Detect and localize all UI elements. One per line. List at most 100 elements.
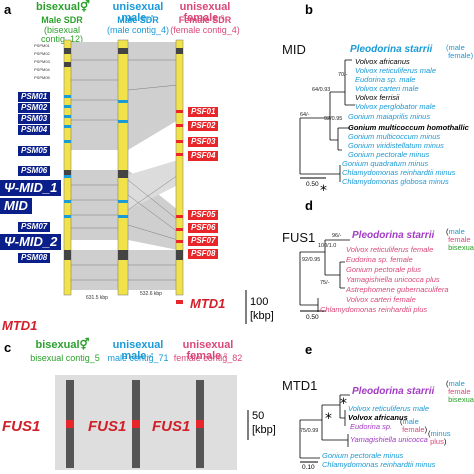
svg-text:*: * [320, 183, 327, 199]
fus1-label-mid: FUS1 [88, 418, 127, 435]
mtd1-taxon: Volvox reticuliferus male [348, 404, 430, 413]
mid-tree-title: MID [282, 42, 306, 57]
fus1-taxon: Astrephomene gubernaculifera [346, 285, 449, 294]
mid-label: MID [0, 198, 32, 214]
mtd1-taxon: Yamagishiella unicocca [350, 435, 428, 444]
psf-label: PSF08 [188, 249, 219, 259]
support-value: 75/0.99 [300, 428, 319, 434]
mid-taxon: Gonium viridistellatum minus [348, 141, 444, 150]
mtd1-bracket-yam: (minus plus) [428, 429, 451, 446]
support-value: 64/0.93 [312, 87, 331, 93]
psm-label: PSM03 [18, 114, 51, 124]
svg-text:*: * [325, 411, 332, 427]
fus1-taxon: Chlamydomonas reinhardtii plus [320, 305, 428, 314]
female-sub1: Female SDR [178, 15, 232, 25]
support-value: 64/- [300, 112, 310, 118]
panel-b-letter: b [305, 2, 313, 17]
psm-label: PSM08 [18, 253, 51, 263]
panel-d-letter: d [305, 198, 313, 213]
psf-label: PSF04 [188, 151, 219, 161]
mtd1-taxon: Volvox africanus [348, 413, 408, 422]
psf-label: PSF02 [188, 121, 219, 131]
gene-label: PSPM04 [34, 67, 50, 72]
scale-c-unit: [kbp] [252, 424, 276, 436]
psm-label: PSM05 [18, 146, 51, 156]
support-value: 92/0.95 [302, 257, 321, 263]
gap1-label: 631.5 kbp [86, 295, 108, 301]
c-female-sub: female contig_82 [173, 353, 243, 363]
panel-c-letter: c [4, 340, 12, 355]
mid-bracket: (male female) [446, 43, 474, 60]
mtd1-taxon: Eudorina sp. [350, 422, 393, 431]
unisexual-male-header: unisexual male♂ [112, 1, 164, 24]
psi-mid-1-label: Ψ-MID_1 [0, 180, 62, 196]
bisexual-sub1: Male SDR [41, 15, 83, 25]
bisexual-header: bisexual⚥ [36, 1, 90, 13]
psm-label: PSM01 [18, 92, 51, 102]
scale-c-value: 50 [252, 410, 265, 422]
fus1-scale: 0.50 [306, 314, 319, 321]
psf-label: PSF03 [188, 137, 219, 147]
fus1-bracket: (male female bisexual) [446, 227, 474, 252]
mtd1-label-left: MTD1 [2, 318, 38, 333]
mid-taxon: Gonium multicoccum minus [348, 132, 441, 141]
support-value: 100/1.0 [318, 243, 337, 249]
c-bisexual-header: bisexual⚥ [35, 339, 90, 351]
bisexual-sub2: (bisexual contig_12) [40, 25, 84, 44]
gene-label: PSPM03 [34, 59, 50, 64]
mid-taxon: Volvox carteri male [355, 84, 419, 93]
scale-a-unit: [kbp] [250, 310, 274, 322]
mid-taxon: Chlamydomonas globosa minus [342, 177, 449, 186]
svg-text:*: * [340, 396, 347, 412]
mtd1-scale: 0.10 [302, 464, 315, 471]
mid-scale: 0.50 [306, 181, 319, 188]
mid-taxon: Volvox reticuliferus male [355, 66, 437, 75]
fus1-taxon: Volvox reticuliferus female [346, 245, 434, 254]
mtd1-tree-title: MTD1 [282, 378, 318, 393]
scale-a-value: 100 [250, 296, 269, 308]
mid-taxon: Gonium quadratum minus [342, 159, 429, 168]
mid-taxon: Pleodorina starrii [350, 44, 433, 55]
fus1-label-left: FUS1 [2, 418, 41, 435]
support-value: 70/- [338, 72, 348, 78]
psm-label: PSM07 [18, 222, 51, 232]
panel-a-letter: a [4, 2, 12, 17]
psf-label: PSF07 [188, 236, 219, 246]
mid-taxon: Chlamydomonas reinhardtii minus [342, 168, 456, 177]
male-sub2: (male contig_4) [106, 25, 170, 35]
mid-taxon: Volvox africanus [355, 57, 410, 66]
gap2-label: 532.6 kbp [140, 291, 162, 297]
female-sub2: (female contig_4) [170, 25, 240, 35]
fus1-taxon: Eudorina sp. female [346, 255, 413, 264]
c-male-header: unisexual male♂ [112, 339, 164, 362]
psi-mid-2-label: Ψ-MID_2 [0, 234, 62, 250]
mtd1-taxon: Gonium pectorale minus [322, 451, 404, 460]
mtd1-taxon: Chlamydomonas reinhardtii minus [322, 460, 436, 469]
panel-e-letter: e [305, 342, 313, 357]
mid-taxon: Gonium maiaprilis minus [348, 112, 431, 121]
gene-label: PSPM02 [34, 51, 50, 56]
psf-label: PSF06 [188, 223, 219, 233]
mtd1-label-a: MTD1 [190, 296, 226, 311]
psf-label: PSF05 [188, 210, 219, 220]
unisexual-female-header: unisexual female♀ [179, 1, 231, 24]
psm-label: PSM04 [18, 125, 51, 135]
gene-label: PSPM01 [34, 43, 50, 48]
mid-taxon: Gonium multicoccum homothallic [348, 123, 469, 132]
c-bisexual-sub: bisexual contig_5 [30, 353, 100, 363]
fus1-tree-title: FUS1 [282, 230, 316, 245]
fus1-taxon: Pleodorina starrii [352, 230, 435, 241]
mtd1-bracket-eud: (male female) [400, 417, 428, 434]
support-value: 96/- [332, 233, 342, 239]
support-value: 92/0.95 [324, 116, 343, 122]
mid-taxon: Volvox perglobator male [355, 102, 436, 111]
mid-taxon: Gonium pectorale minus [348, 150, 430, 159]
c-male-sub: male contig_71 [107, 353, 169, 363]
c-female-header: unisexual female♀ [182, 339, 234, 362]
psm-label: PSM06 [18, 166, 51, 176]
mtd1-bracket-pleo: (male female bisexual) [446, 379, 474, 404]
fus1-label-right: FUS1 [152, 418, 191, 435]
